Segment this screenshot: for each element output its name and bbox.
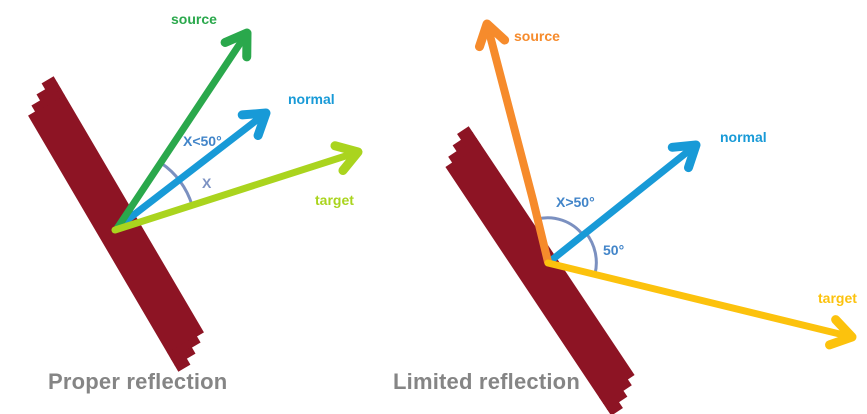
right-surface-step bbox=[606, 401, 623, 414]
left-source-arrow bbox=[114, 28, 252, 231]
right-target-label: target bbox=[818, 290, 857, 306]
left-surface-step bbox=[167, 335, 201, 360]
right-normal-label: normal bbox=[720, 129, 767, 145]
left-normal-label: normal bbox=[288, 91, 335, 107]
left-normal-arrow bbox=[114, 108, 271, 231]
left-panel-title: Proper reflection bbox=[48, 369, 228, 394]
right-angle-arc-lower bbox=[584, 231, 598, 276]
right-surface-step bbox=[452, 132, 478, 153]
right-surface-step bbox=[599, 378, 632, 405]
left-angle-lower-label: X bbox=[202, 175, 212, 191]
right-angle-lower-label: 50° bbox=[603, 242, 625, 258]
right-surface-step bbox=[602, 389, 628, 410]
right-surface-step bbox=[448, 137, 481, 164]
left-surface-step bbox=[170, 346, 196, 366]
right-surface-bar bbox=[445, 126, 635, 414]
right-angle-upper-label: X>50° bbox=[556, 194, 595, 210]
right-surface-step bbox=[457, 126, 474, 141]
left-target-label: target bbox=[315, 192, 354, 208]
left-target-arrow bbox=[111, 141, 363, 234]
right-angle-arc-upper bbox=[535, 216, 585, 237]
right-source-arrow bbox=[474, 19, 552, 266]
left-surface-step bbox=[174, 357, 191, 372]
right-source-label: source bbox=[514, 28, 560, 44]
left-surface-step bbox=[31, 88, 65, 113]
left-surface-step bbox=[36, 82, 62, 102]
right-surface-body bbox=[445, 143, 635, 399]
left-angle-upper-label: X<50° bbox=[183, 133, 222, 149]
right-normal-arrow bbox=[544, 140, 701, 267]
left-surface-step bbox=[41, 76, 58, 91]
right-target-arrow bbox=[544, 259, 857, 350]
right-panel-title: Limited reflection bbox=[393, 369, 580, 394]
left-source-label: source bbox=[171, 11, 217, 27]
